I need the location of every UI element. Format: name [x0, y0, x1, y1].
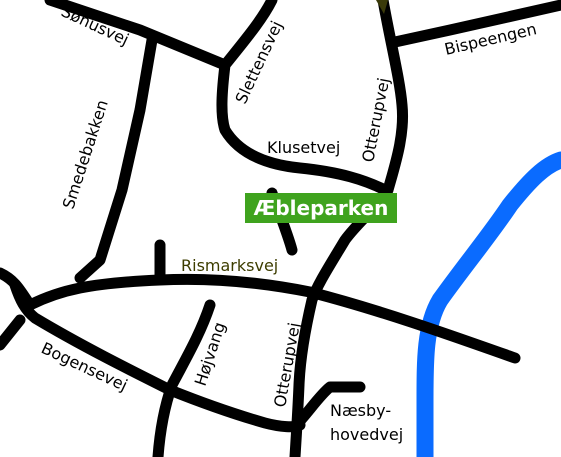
- road-smedebakken: [74, 34, 158, 284]
- label-naesbyhovedvej-1: Næsby-: [330, 401, 391, 420]
- road-slettensvej: [216, 0, 391, 196]
- aebleparken-poi-label[interactable]: Æbleparken: [245, 193, 397, 223]
- label-rismarksvej: Rismarksvej: [181, 256, 278, 275]
- river: [416, 151, 561, 457]
- label-smedebakken: Smedebakken: [59, 97, 112, 211]
- road-otterupvej: [289, 0, 409, 457]
- label-otterupvej-north: Otterupvej: [358, 76, 393, 164]
- label-klusetvej: Klusetvej: [267, 138, 340, 157]
- road-naesbyhovedvej: [293, 381, 366, 428]
- road-bispeengen: [389, 0, 561, 48]
- road-hojvang: [152, 299, 216, 457]
- label-naesbyhovedvej-2: hovedvej: [330, 425, 403, 444]
- corner-mark: [376, 0, 388, 14]
- road-sohusvej: [44, 0, 231, 71]
- road-west-stub: [0, 314, 26, 351]
- label-slettensvej: Slettensvej: [231, 18, 286, 107]
